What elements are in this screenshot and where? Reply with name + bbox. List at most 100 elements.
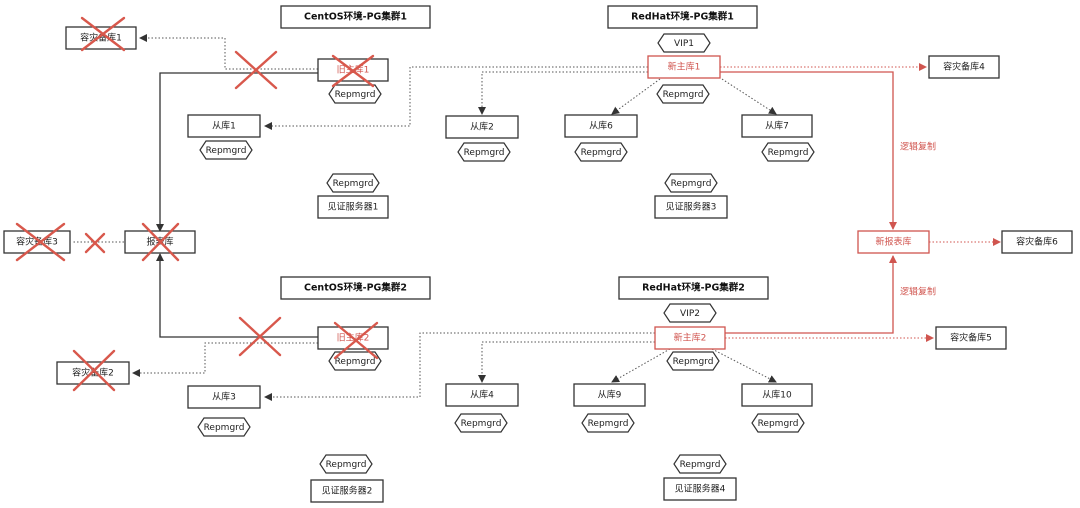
node-witness3: 见证服务器3 [654, 195, 728, 219]
node-dr3: 容灾备库3 [3, 230, 71, 254]
edge-newmaster2-replica9 [611, 348, 671, 383]
node-dr4: 容灾备库4 [928, 55, 1000, 79]
node-dr1: 容灾备库1 [65, 26, 137, 50]
repmgrd-badge-newmaster2: Repmgrd [666, 351, 720, 371]
cluster-title-centos1: CentOS环境-PG集群1 [280, 5, 431, 29]
svg-text:Repmgrd: Repmgrd [335, 357, 376, 367]
node-replica6: 从库6 [564, 114, 638, 138]
repmgrd-badge-replica2: Repmgrd [457, 142, 511, 162]
svg-text:VIP2: VIP2 [680, 309, 700, 319]
svg-text:容灾备库4: 容灾备库4 [943, 61, 985, 73]
svg-text:见证服务器1: 见证服务器1 [328, 201, 379, 213]
svg-text:从库2: 从库2 [470, 121, 494, 133]
edge-oldmaster1-report [156, 72, 318, 232]
repmgrd-badge-newmaster1: Repmgrd [656, 84, 710, 104]
svg-text:Repmgrd: Repmgrd [588, 419, 629, 429]
cross-oldmaster2-icon [333, 321, 379, 360]
node-witness1: 见证服务器1 [317, 195, 389, 219]
svg-text:从库6: 从库6 [589, 120, 613, 132]
node-replica1: 从库1 [187, 114, 261, 138]
svg-text:新主库1: 新主库1 [668, 61, 701, 73]
svg-text:见证服务器4: 见证服务器4 [675, 483, 726, 495]
edge-newmaster2-newreport [725, 255, 897, 334]
edge-oldmaster1-dr1 [139, 34, 318, 70]
repmgrd-badge-replica6: Repmgrd [574, 142, 628, 162]
repmgrd-badges: Repmgrd Repmgrd Repmgrd Repmgrd Repmgrd … [197, 84, 815, 474]
cross-dr3-icon [15, 222, 66, 262]
node-new-master2: 新主库2 [654, 326, 726, 350]
cross-link-oldmaster1-icon [234, 50, 278, 90]
svg-text:Repmgrd: Repmgrd [464, 148, 505, 158]
cluster-title-centos2: CentOS环境-PG集群2 [280, 276, 431, 300]
svg-text:从库9: 从库9 [598, 389, 622, 401]
edge-newmaster2-replica10 [711, 348, 777, 383]
cross-link-oldmaster2-icon [238, 316, 282, 357]
vip1-badge: VIP1 [657, 33, 711, 53]
node-dr6: 容灾备库6 [1001, 230, 1073, 254]
cross-dr1-icon [80, 16, 126, 52]
node-replica3: 从库3 [187, 385, 261, 409]
vip2-badge: VIP2 [663, 303, 717, 323]
svg-text:Repmgrd: Repmgrd [663, 90, 704, 100]
repmgrd-badge-replica7: Repmgrd [761, 142, 815, 162]
repmgrd-badge-witness1: Repmgrd [326, 173, 380, 193]
svg-text:新报表库: 新报表库 [875, 236, 911, 248]
edge-newmaster1-replica2 [478, 71, 648, 115]
svg-text:容灾备库5: 容灾备库5 [950, 332, 992, 344]
svg-text:Repmgrd: Repmgrd [768, 148, 809, 158]
svg-text:容灾备库3: 容灾备库3 [16, 236, 58, 248]
edge-oldmaster2-dr2 [132, 342, 318, 377]
node-new-master1: 新主库1 [647, 55, 721, 79]
svg-text:见证服务器3: 见证服务器3 [666, 201, 717, 213]
svg-text:Repmgrd: Repmgrd [204, 423, 245, 433]
svg-text:Repmgrd: Repmgrd [206, 146, 247, 156]
svg-text:Repmgrd: Repmgrd [333, 179, 374, 189]
svg-text:从库1: 从库1 [212, 120, 236, 132]
repmgrd-badge-witness4: Repmgrd [673, 454, 727, 474]
svg-text:Repmgrd: Repmgrd [671, 179, 712, 189]
edge-oldmaster2-report [156, 253, 318, 338]
node-replica7: 从库7 [741, 114, 813, 138]
edge-label-logical-replication-1: 逻辑复制 [900, 141, 936, 153]
edge-newmaster1-replica1 [264, 66, 648, 130]
node-replica9: 从库9 [573, 383, 646, 407]
cross-dr2-icon [72, 349, 116, 392]
edge-newmaster2-replica3 [264, 332, 655, 401]
svg-text:从库7: 从库7 [765, 120, 789, 132]
svg-text:Repmgrd: Repmgrd [758, 419, 799, 429]
cross-report-icon [141, 222, 180, 262]
edge-label-logical-replication-2: 逻辑复制 [900, 286, 936, 298]
node-witness2: 见证服务器2 [310, 479, 384, 503]
svg-text:Repmgrd: Repmgrd [326, 460, 367, 470]
failure-cross-marks [15, 16, 379, 392]
node-replica10: 从库10 [741, 383, 813, 407]
svg-text:从库4: 从库4 [470, 389, 494, 401]
svg-text:Repmgrd: Repmgrd [335, 90, 376, 100]
repmgrd-badge-witness3: Repmgrd [664, 173, 718, 193]
edge-newmaster1-replica6 [611, 78, 661, 115]
svg-text:CentOS环境-PG集群1: CentOS环境-PG集群1 [304, 11, 407, 23]
edge-newmaster1-replica7 [721, 78, 777, 115]
svg-text:从库3: 从库3 [212, 391, 236, 403]
repmgrd-badge-replica4: Repmgrd [454, 413, 508, 433]
node-dr5: 容灾备库5 [935, 326, 1007, 350]
node-replica2: 从库2 [445, 115, 519, 139]
repmgrd-badge-oldmaster2: Repmgrd [328, 351, 382, 371]
repmgrd-badge-oldmaster1: Repmgrd [328, 84, 382, 104]
svg-text:从库10: 从库10 [762, 389, 792, 401]
repmgrd-badge-witness2: Repmgrd [319, 454, 373, 474]
repmgrd-badge-replica9: Repmgrd [581, 413, 635, 433]
svg-text:Repmgrd: Repmgrd [680, 460, 721, 470]
cross-oldmaster1-icon [331, 54, 375, 88]
edge-newmaster2-replica4 [478, 341, 655, 383]
cluster-title-redhat2: RedHat环境-PG集群2 [618, 276, 769, 300]
svg-text:VIP1: VIP1 [674, 39, 694, 49]
svg-text:新主库2: 新主库2 [674, 332, 707, 344]
svg-text:CentOS环境-PG集群2: CentOS环境-PG集群2 [304, 282, 407, 294]
node-witness4: 见证服务器4 [663, 477, 737, 501]
svg-text:Repmgrd: Repmgrd [461, 419, 502, 429]
svg-text:RedHat环境-PG集群1: RedHat环境-PG集群1 [631, 11, 734, 23]
connectors [72, 34, 1001, 401]
cluster-title-redhat1: RedHat环境-PG集群1 [607, 5, 758, 29]
